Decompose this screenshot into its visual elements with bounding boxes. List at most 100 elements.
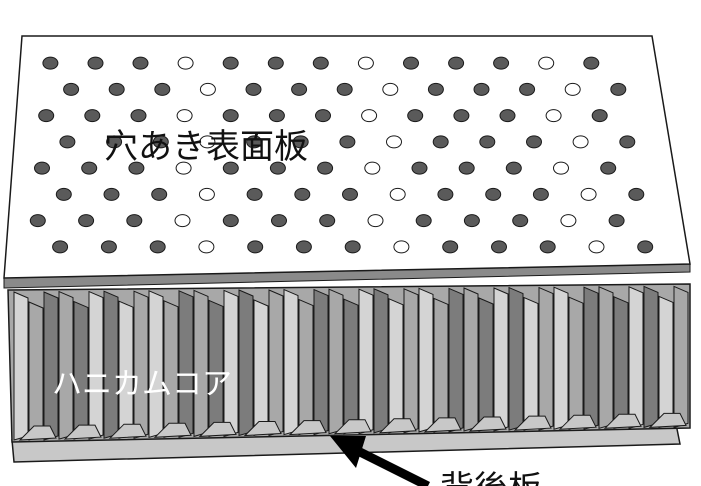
hole: [132, 56, 149, 70]
hole: [357, 56, 374, 70]
hole: [175, 161, 192, 175]
cell-floor: [558, 414, 597, 430]
hole: [526, 135, 542, 149]
honeycomb-cells: [13, 285, 689, 441]
hole: [415, 214, 432, 228]
cell-floor: [153, 422, 192, 438]
cell-floor: [378, 418, 417, 434]
hole: [176, 109, 193, 123]
hole: [81, 161, 98, 175]
hole: [319, 214, 336, 228]
hole: [269, 161, 286, 175]
cell-wall: [178, 290, 194, 438]
hole: [448, 56, 465, 70]
cell-wall: [223, 289, 239, 438]
hole: [291, 82, 308, 96]
arrow-shaft: [345, 441, 431, 486]
hole: [619, 135, 636, 149]
hole: [295, 240, 312, 254]
cell-floor: [333, 419, 372, 435]
hole: [560, 214, 577, 228]
cell-wall: [193, 289, 209, 438]
hole: [493, 56, 510, 70]
hole: [442, 240, 459, 254]
cell-wall: [493, 287, 509, 432]
cell-wall: [523, 296, 539, 431]
hole: [600, 161, 617, 175]
hole: [292, 135, 309, 149]
hole: [473, 82, 490, 96]
hole: [407, 109, 424, 123]
hole: [572, 135, 589, 149]
hole: [268, 109, 285, 123]
hole: [177, 56, 194, 70]
cell-wall: [643, 285, 659, 429]
hole: [246, 135, 263, 149]
hole: [386, 135, 402, 149]
hole: [222, 56, 239, 70]
hole: [174, 214, 191, 228]
honeycomb-core: [7, 283, 691, 443]
cell-wall: [658, 295, 674, 429]
cell-floor: [423, 417, 462, 433]
hole: [499, 109, 516, 123]
hole: [317, 161, 334, 175]
cell-floor: [288, 420, 327, 436]
hole: [463, 214, 480, 228]
cell-wall: [253, 299, 269, 437]
hole: [294, 187, 311, 201]
cell-wall: [463, 287, 479, 432]
hole: [485, 187, 502, 201]
hole: [367, 214, 384, 228]
hole: [42, 56, 59, 70]
hole: [246, 187, 263, 201]
hole: [222, 161, 239, 175]
cell-wall: [268, 289, 284, 437]
hole: [591, 109, 608, 123]
cell-wall: [313, 288, 329, 436]
hole: [84, 109, 101, 123]
hole: [512, 214, 529, 228]
hole: [315, 109, 331, 123]
cell-wall: [448, 287, 464, 433]
cell-wall: [673, 285, 689, 429]
cell-wall: [298, 298, 314, 436]
cell-wall: [628, 286, 644, 429]
hole: [29, 214, 46, 228]
hole: [411, 161, 428, 175]
hole: [344, 240, 361, 254]
hole: [393, 240, 410, 254]
label-honeycomb-core: ハニカムコア: [52, 367, 232, 402]
hole: [198, 240, 215, 254]
hole: [106, 135, 123, 149]
hole: [130, 109, 147, 123]
hole: [149, 240, 166, 254]
hole: [342, 187, 358, 201]
hole: [87, 56, 104, 70]
cell-wall: [43, 291, 59, 441]
cell-wall: [238, 289, 254, 437]
cell-wall: [283, 288, 299, 436]
hole: [539, 240, 556, 254]
cell-wall: [358, 288, 374, 435]
hole: [247, 240, 264, 254]
cell-floor: [603, 413, 642, 429]
cell-floor: [513, 415, 552, 431]
cell-wall: [508, 286, 524, 431]
hole: [128, 161, 145, 175]
hole: [63, 82, 80, 96]
hole: [154, 82, 171, 96]
hole: [108, 82, 125, 96]
cell-wall: [553, 286, 569, 430]
cell-wall: [433, 297, 449, 433]
hole: [199, 135, 216, 149]
hole: [403, 56, 419, 70]
hole: [222, 109, 239, 123]
hole: [364, 161, 381, 175]
cell-floor: [18, 425, 57, 441]
cell-wall: [148, 290, 164, 438]
cell-wall: [583, 286, 599, 430]
hole: [545, 109, 562, 123]
hole: [610, 82, 627, 96]
cell-wall: [133, 290, 149, 439]
